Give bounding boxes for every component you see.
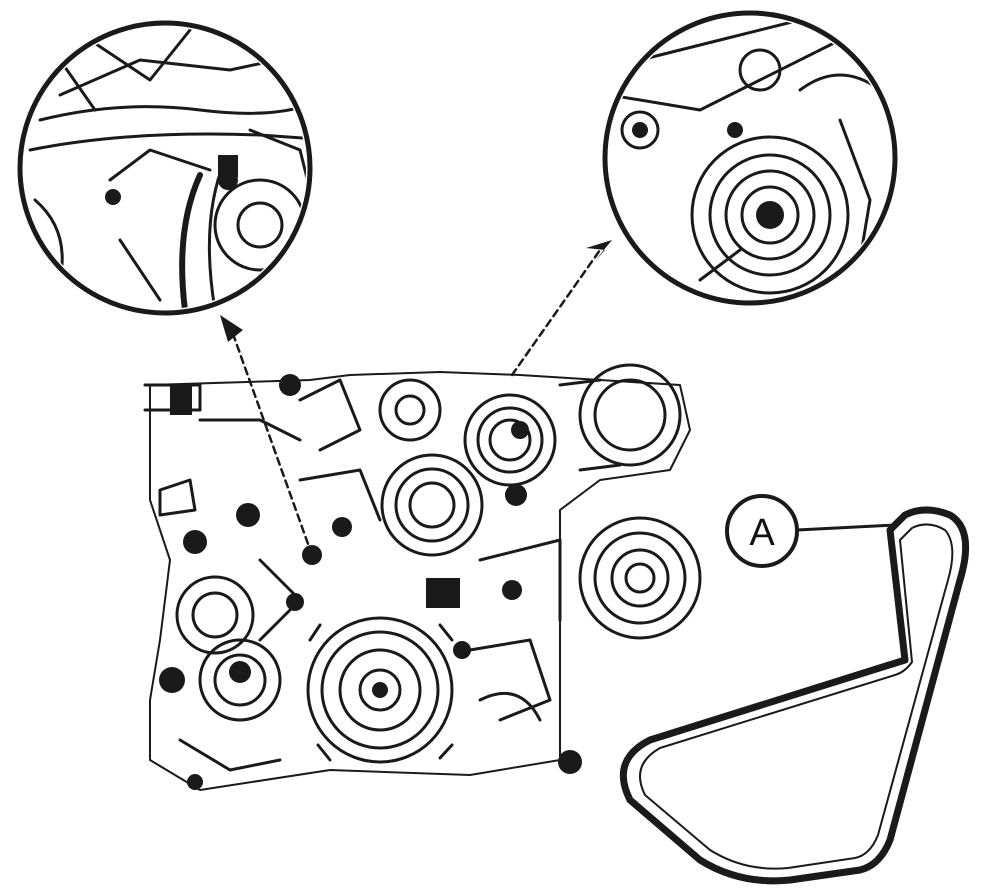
leader-arrow-left: [220, 315, 314, 557]
engine-bolts: [159, 374, 582, 790]
drive-belt: [619, 506, 970, 885]
detail-circle-left: [17, 20, 313, 316]
callout-a-label: A: [749, 512, 775, 554]
leader-arrow-right: [510, 240, 612, 377]
callout-a: A: [725, 494, 897, 568]
detail-circle-right: [602, 10, 898, 306]
engine-front-assembly: [143, 363, 702, 791]
